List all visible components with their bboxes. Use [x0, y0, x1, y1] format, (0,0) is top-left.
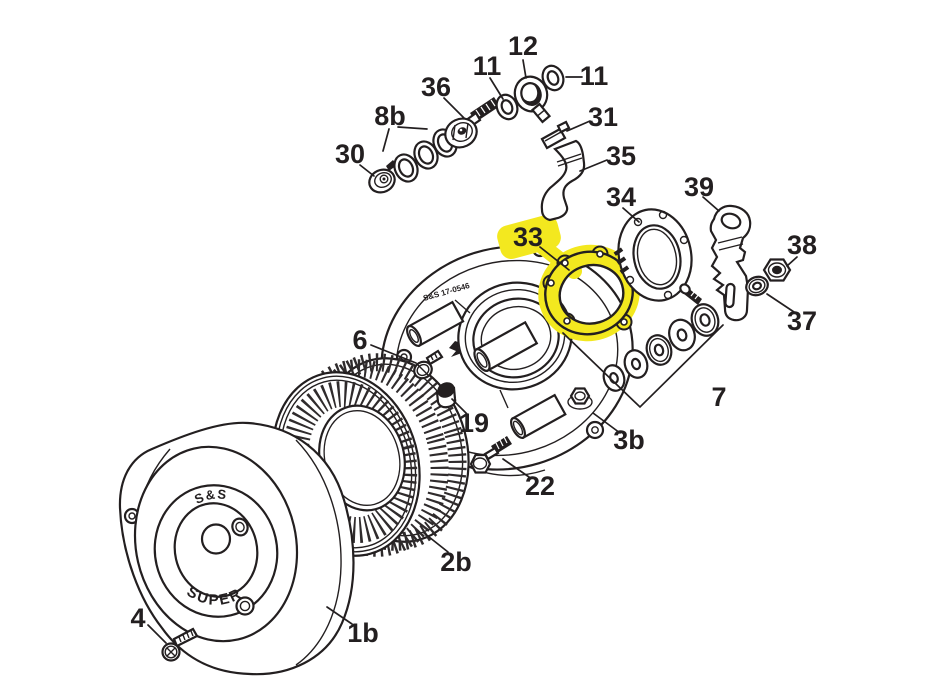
callout-33-highlighted: 33: [513, 222, 543, 252]
callout-3b: 3b: [613, 425, 645, 455]
callout-4: 4: [130, 603, 145, 633]
callout-11-b: 11: [580, 61, 609, 91]
washer: [602, 364, 626, 392]
adapter-ring-34: [613, 208, 702, 305]
cover-1b: S&S SUPER: [118, 421, 355, 676]
standoff-tube-center: [473, 320, 539, 372]
leader-lines: [147, 59, 798, 644]
washer-37: [745, 275, 769, 297]
o-ring: [393, 153, 419, 183]
callout-30: 30: [335, 139, 365, 169]
adapter-ribs: [613, 247, 630, 274]
washer: [690, 303, 720, 337]
callout-8b: 8b: [374, 101, 406, 131]
adapter-face-holes: [625, 210, 689, 300]
hose-clamp-31: [540, 120, 571, 150]
standoff-tube-top: [406, 300, 465, 348]
backplate-flange-bolt: [567, 387, 593, 410]
cover-center-hole: [200, 523, 232, 555]
gasket-tab-holes: [547, 250, 628, 326]
callout-39: 39: [684, 172, 714, 202]
callout-31: 31: [588, 102, 618, 132]
screw-6: [413, 349, 444, 380]
washer-11-left: [495, 93, 519, 121]
screw-4: [161, 627, 199, 662]
bolt-22: [469, 436, 512, 474]
callout-35: 35: [606, 141, 636, 171]
nut-38: [762, 258, 792, 282]
callout-38: 38: [787, 230, 817, 260]
gasket-33: [542, 245, 634, 336]
callout-1b: 1b: [347, 618, 379, 648]
callout-34: 34: [606, 182, 636, 212]
callout-6: 6: [352, 325, 367, 355]
callout-12: 12: [508, 31, 538, 61]
callout-labels: 12 11 11 36 8b 31 35 30 34 39 33 38 37 6…: [130, 31, 817, 648]
washer-11-right: [541, 64, 565, 92]
cover-screw-boss-bottom: [235, 596, 255, 616]
bracket-slot: [724, 282, 736, 309]
cover-screw-boss-top: [231, 517, 249, 537]
banjo-bolt-36: [444, 97, 500, 149]
bracket-39: [709, 204, 752, 322]
callout-19: 19: [459, 408, 489, 438]
banjo-fitting-12: [513, 75, 552, 124]
washer: [623, 349, 649, 379]
callout-2b: 2b: [440, 547, 472, 577]
plug-19: [435, 382, 457, 409]
washer-stack-7: [602, 303, 720, 392]
o-ring: [413, 140, 439, 170]
callout-22: 22: [525, 471, 555, 501]
callout-36: 36: [421, 72, 451, 102]
callout-37: 37: [787, 306, 817, 336]
washer: [668, 318, 696, 352]
callout-7: 7: [711, 382, 726, 412]
washer: [645, 334, 673, 366]
breather-hose-35: [540, 139, 586, 222]
bracket-hole: [720, 212, 742, 230]
callout-11-a: 11: [473, 51, 502, 81]
standoff-tube-bottom: [510, 393, 567, 440]
adapter-screw: [679, 283, 702, 305]
